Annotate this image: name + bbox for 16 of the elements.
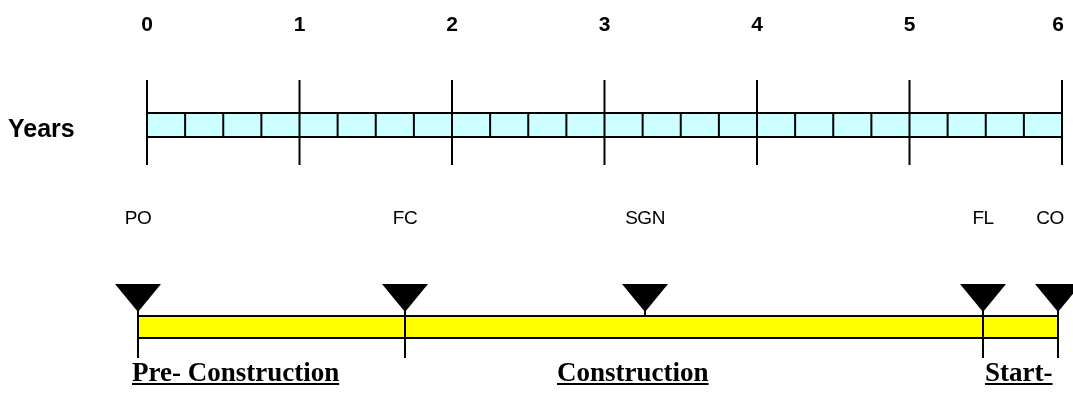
year-number: 4 [751,11,763,37]
milestone-label: SGN [625,206,665,230]
milestone-label: FC [392,206,418,230]
phase-label: Construction [557,356,709,389]
year-number: 5 [903,11,916,37]
milestone-label: PO [124,206,152,230]
milestone-label: CO [1036,206,1064,230]
axis-label: Years [8,113,75,144]
year-number: 3 [598,11,611,37]
year-number: 6 [1052,11,1064,37]
phase-label: Start- [985,356,1053,389]
year-number: 0 [141,11,153,37]
year-number: 2 [446,11,458,37]
year-number: 1 [293,11,306,37]
phase-label: Pre- Construction [132,356,340,389]
milestone-label: FL [972,206,994,230]
